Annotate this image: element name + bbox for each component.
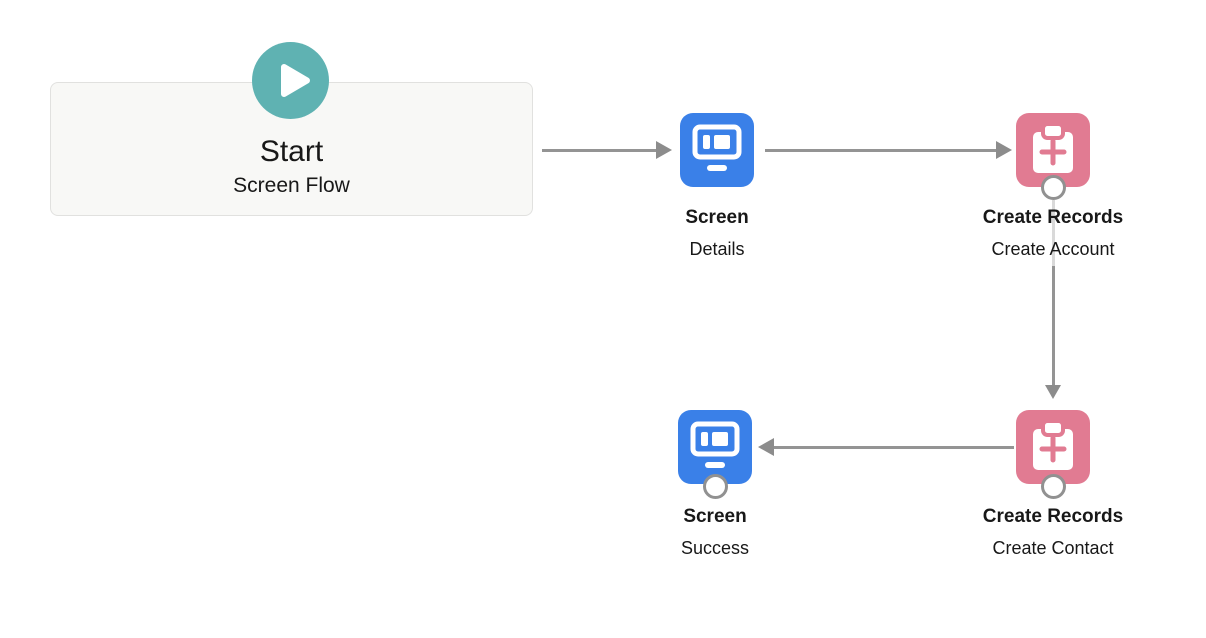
node-create-records-account[interactable] bbox=[1016, 113, 1090, 187]
connector-dot-create-account[interactable] bbox=[1041, 175, 1066, 200]
edge-create-contact-to-screen-success-arrowhead bbox=[758, 438, 774, 456]
edge-screen-details-to-create-account-line[interactable] bbox=[765, 149, 996, 152]
play-icon bbox=[281, 64, 310, 97]
screen-details-subtitle: Details bbox=[689, 239, 745, 259]
create-contact-subtitle: Create Contact bbox=[992, 538, 1114, 558]
connector-dot-screen-success[interactable] bbox=[703, 474, 728, 499]
edge-create-account-to-create-contact-line-upper[interactable] bbox=[1052, 200, 1055, 266]
edge-create-contact-to-screen-success-line[interactable] bbox=[774, 446, 1014, 449]
node-screen-success[interactable] bbox=[678, 410, 752, 484]
label-screen-details: Screen Details bbox=[685, 207, 749, 260]
start-node-title: Start bbox=[259, 135, 324, 168]
node-create-records-contact[interactable] bbox=[1016, 410, 1090, 484]
edge-start-to-screen-details-line[interactable] bbox=[542, 149, 656, 152]
create-records-icon bbox=[1033, 122, 1073, 173]
label-create-contact: Create Records Create Contact bbox=[982, 506, 1124, 559]
connector-dot-create-contact[interactable] bbox=[1041, 474, 1066, 499]
node-screen-details[interactable] bbox=[680, 113, 754, 187]
edge-start-to-screen-details-arrowhead bbox=[656, 141, 672, 159]
create-account-title: Create Records bbox=[982, 207, 1124, 228]
screen-icon bbox=[690, 421, 740, 468]
screen-details-title: Screen bbox=[685, 207, 749, 228]
create-contact-title: Create Records bbox=[982, 506, 1124, 527]
edge-screen-details-to-create-account-arrowhead bbox=[996, 141, 1012, 159]
start-play-button[interactable] bbox=[252, 42, 329, 119]
create-account-subtitle: Create Account bbox=[991, 239, 1115, 259]
screen-success-title: Screen bbox=[683, 506, 747, 527]
edge-create-account-to-create-contact-line-lower[interactable] bbox=[1052, 266, 1055, 385]
label-create-account: Create Records Create Account bbox=[982, 207, 1124, 260]
label-screen-success: Screen Success bbox=[680, 506, 750, 559]
start-node-subtitle: Screen Flow bbox=[233, 174, 350, 197]
create-records-icon bbox=[1033, 419, 1073, 470]
edge-create-account-to-create-contact-arrowhead bbox=[1045, 385, 1061, 399]
screen-success-subtitle: Success bbox=[680, 538, 750, 558]
screen-icon bbox=[692, 124, 742, 171]
